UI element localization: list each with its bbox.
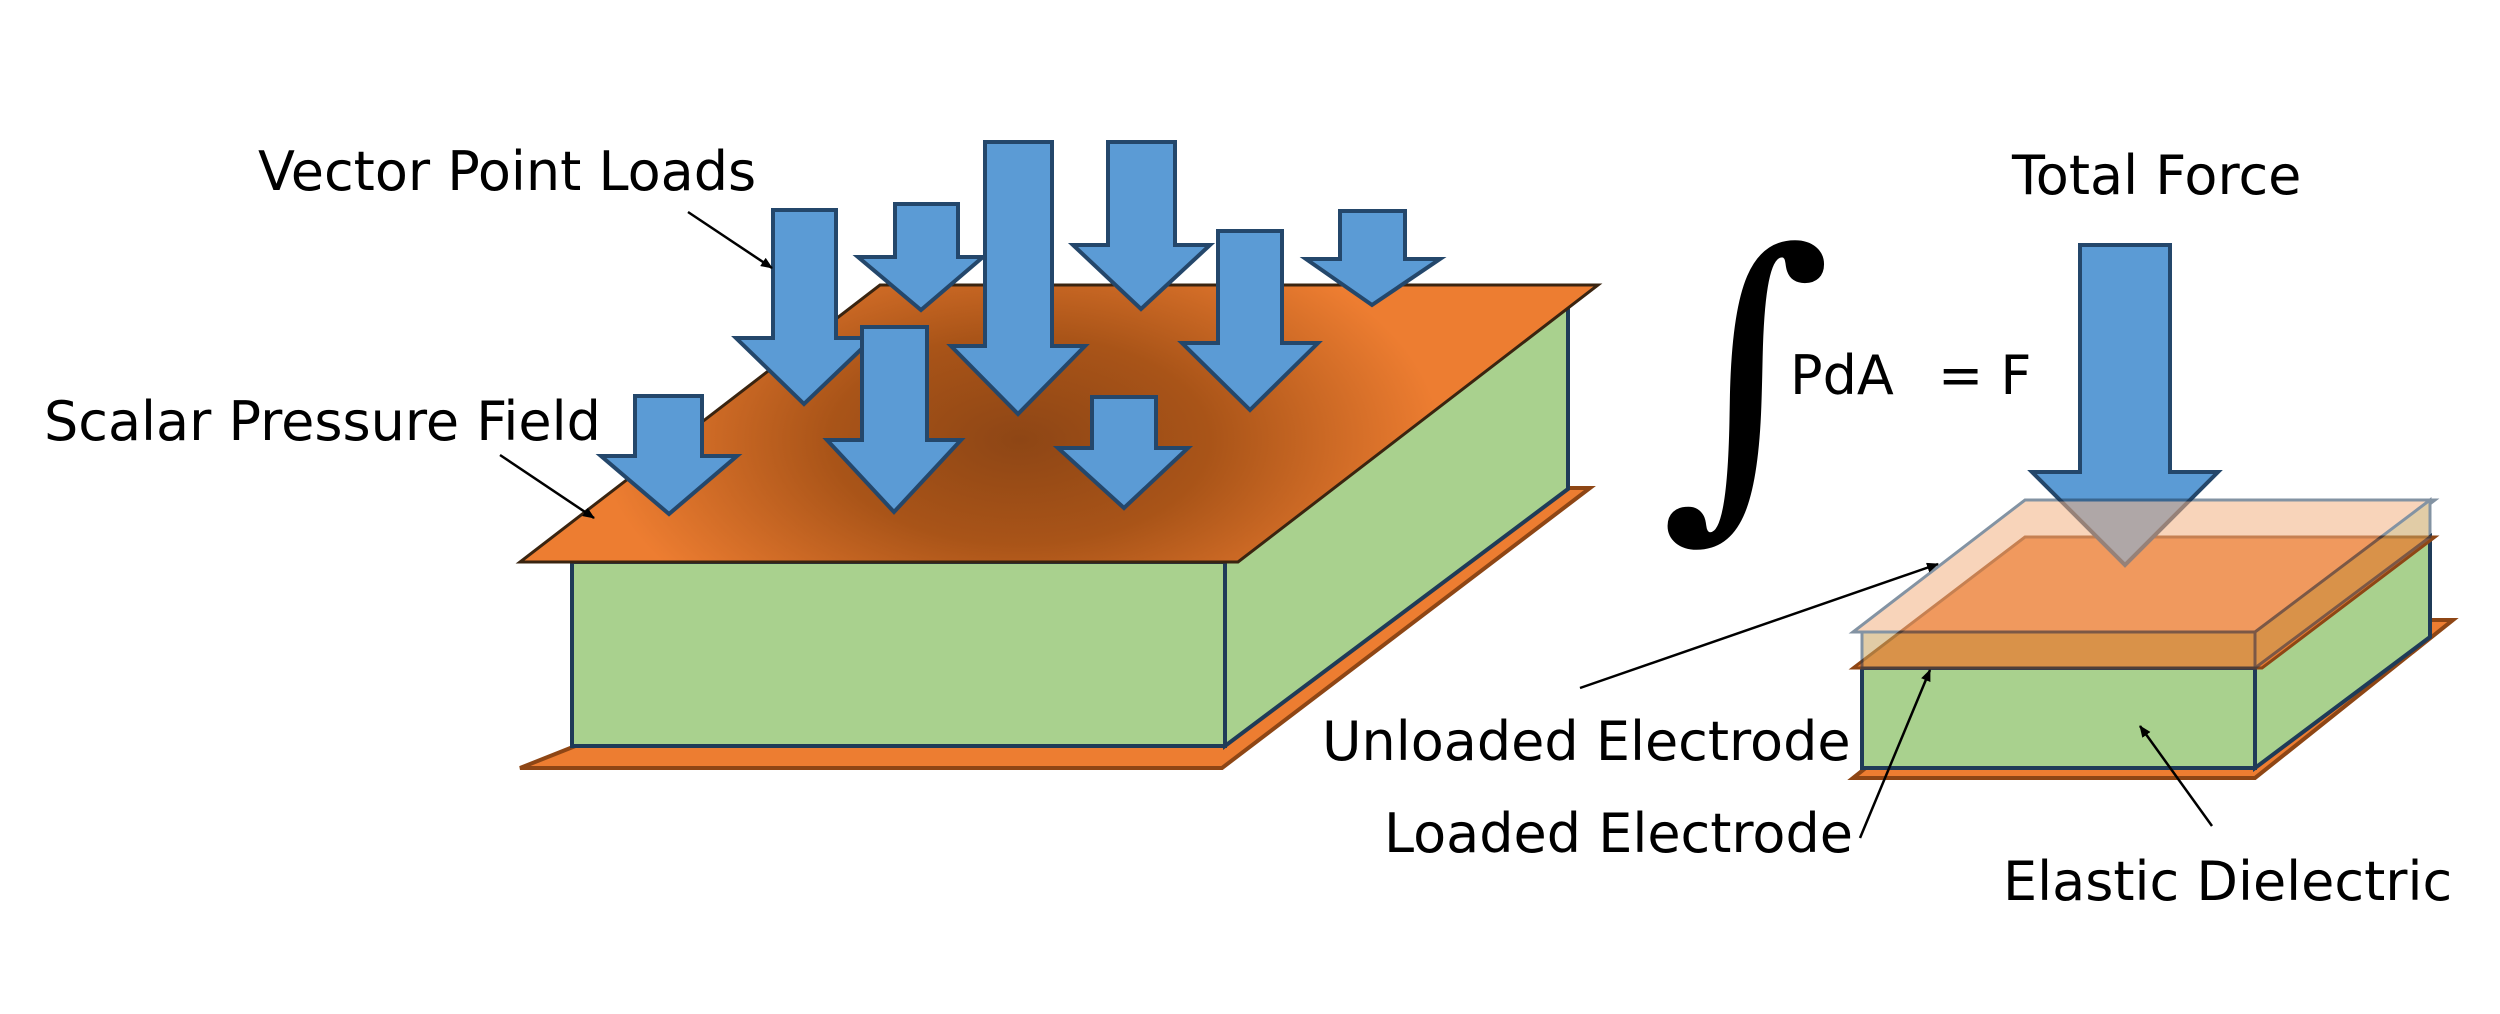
scalar-pressure-field-leader [499,453,595,520]
point-load-arrow [1052,395,1194,511]
point-load-arrow [822,325,966,515]
unloaded-electrode [1848,496,2440,671]
left-top-electrode-pressure-field [515,283,1603,564]
point-load-arrow [852,202,989,313]
point-loads [595,140,1447,517]
total-force-label: Total Force [2011,144,2301,207]
vector-point-loads-leader [687,210,773,270]
point-load-arrow [946,140,1090,417]
scalar-pressure-field-label: Scalar Pressure Field [44,390,601,453]
loaded-electrode-label: Loaded Electrode [1384,802,1853,865]
left-sensor [515,283,1603,770]
unloaded-electrode-side [2253,496,2432,671]
point-load-arrow [1299,209,1447,308]
unloaded-electrode-leader [1579,562,1939,690]
left-dielectric-front [570,560,1227,748]
vector-point-loads-label: Vector Point Loads [258,140,756,203]
equals-force-label: = F [1938,344,2031,407]
elastic-dielectric-label: Elastic Dielectric [2003,850,2452,913]
unloaded-electrode-front [1860,630,2257,670]
elastic-dielectric-leader [2138,725,2214,827]
point-load-arrow [1177,229,1323,413]
right-dielectric-front [1860,666,2257,770]
loaded-electrode-leader [1858,669,1932,839]
integrand-label: PdA [1790,344,1894,407]
point-load-arrow [1067,140,1216,312]
point-load-arrow [731,208,878,407]
right-sensor [1847,243,2459,780]
point-load-arrow [595,394,743,517]
integral-symbol: ∫ [1660,184,1832,568]
unloaded-electrode-label: Unloaded Electrode [1322,710,1851,773]
force-equation: ∫ PdA = F [1660,184,2031,568]
